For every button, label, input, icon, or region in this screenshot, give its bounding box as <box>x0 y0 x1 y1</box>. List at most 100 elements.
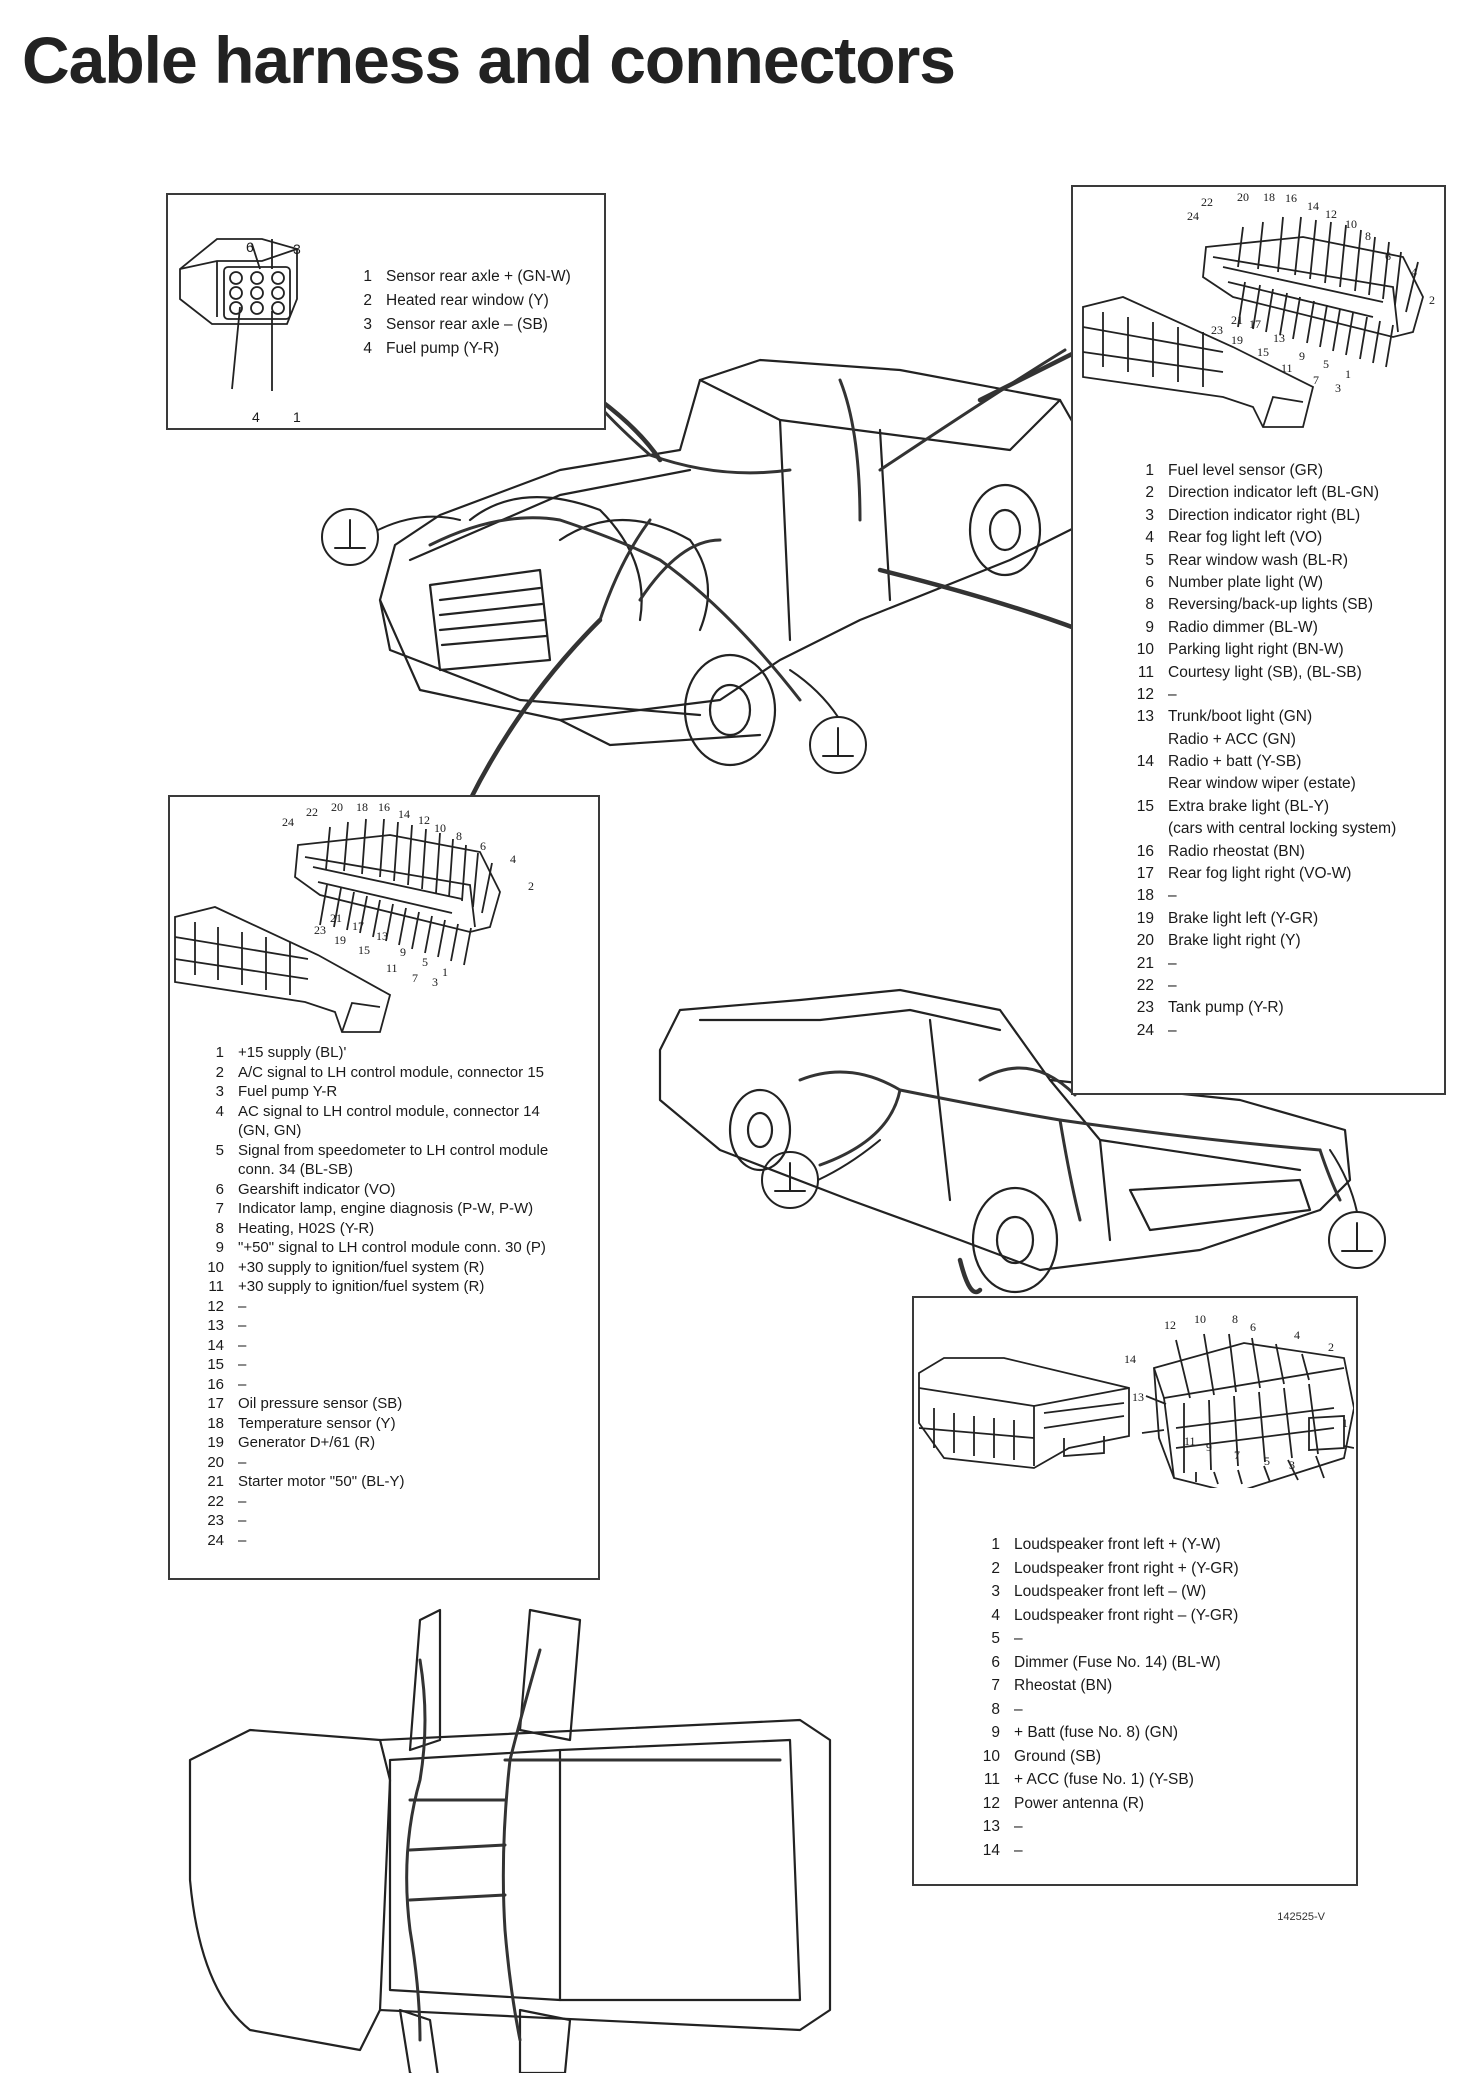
pin-label: 1 <box>1345 367 1351 381</box>
pin-label: 3 <box>1335 381 1341 395</box>
list-item: conn. 34 (BL-SB) <box>238 1161 354 1178</box>
pin-label: 1 <box>1342 1416 1348 1430</box>
pin-label: 11 <box>1184 1434 1196 1448</box>
list-item: 21– <box>1136 954 1177 972</box>
list-item: 23– <box>207 1512 247 1529</box>
list-item: 11+ ACC (fuse No. 1) (Y-SB) <box>983 1771 1194 1788</box>
pin-label: 20 <box>1237 190 1249 204</box>
list-item: 1+15 supply (BL)' <box>215 1044 347 1061</box>
list-item: Radio + ACC (GN) <box>1168 730 1296 748</box>
pin-label: 15 <box>358 943 370 957</box>
pin-label: 12 <box>418 813 430 827</box>
pin-label: 9 <box>1206 1440 1212 1454</box>
list-item: 14– <box>207 1336 247 1354</box>
pin-label: 6 <box>246 239 254 255</box>
pin-label: 9 <box>400 945 406 959</box>
pin-label: 17 <box>352 919 364 933</box>
list-item: 24– <box>1136 1021 1177 1039</box>
list-item: 24– <box>207 1531 247 1549</box>
list-item: 9+ Batt (fuse No. 8) (GN) <box>991 1724 1179 1741</box>
pin-label: 18 <box>356 800 368 814</box>
pin-label: 14 <box>398 807 410 821</box>
pin-label: 3 <box>293 241 301 257</box>
connector-b-drawing <box>1082 216 1424 428</box>
pin-label: 13 <box>1132 1390 1144 1404</box>
pin-label: 24 <box>282 815 294 829</box>
pin-label: 2 <box>1328 1340 1334 1354</box>
pin-label: 16 <box>378 800 390 814</box>
pin-label: 21 <box>1231 313 1243 327</box>
pin-label: 14 <box>1307 199 1319 213</box>
pin-label: 5 <box>1323 357 1329 371</box>
pin-label: 17 <box>1249 317 1261 331</box>
list-item: 8– <box>991 1700 1023 1718</box>
list-item: (GN, GN) <box>238 1122 302 1139</box>
pin-label: 22 <box>306 805 318 819</box>
list-item: 14– <box>982 1841 1023 1859</box>
list-item: 15– <box>207 1356 247 1373</box>
connector-c-panel: 24 22 20 18 16 14 12 10 8 6 4 2 23 21 19… <box>168 795 600 1580</box>
front-harness <box>428 348 1067 702</box>
list-item: 12– <box>1136 685 1177 703</box>
top-view-harness <box>405 1648 782 2042</box>
ground-symbols <box>321 508 1386 1269</box>
list-item: 18– <box>1136 887 1177 905</box>
pin-label: 19 <box>334 933 346 947</box>
pin-label: 22 <box>1201 195 1213 209</box>
figure-code: 142525-V <box>1277 1911 1325 1923</box>
pin-label: 16 <box>1285 191 1297 205</box>
list-item: 20– <box>207 1453 247 1471</box>
pin-label: 3 <box>1289 1458 1295 1472</box>
pin-label: 4 <box>1411 265 1417 279</box>
connector-b-panel: 24 22 20 18 16 14 12 10 8 6 4 2 23 21 19… <box>1071 185 1446 1095</box>
pin-label: 4 <box>510 852 516 866</box>
list-item: 5– <box>991 1630 1023 1647</box>
connector-a-drawing <box>179 238 298 391</box>
pin-label: 6 <box>1385 249 1391 263</box>
pin-label: 23 <box>1211 323 1223 337</box>
list-item: 10+30 supply to ignition/fuel system (R) <box>207 1258 485 1276</box>
pin-label: 11 <box>1281 361 1293 375</box>
list-item: 12– <box>207 1297 247 1315</box>
list-item: Rear window wiper (estate) <box>1168 775 1356 793</box>
list-item: 9"+50" signal to LH control module conn.… <box>215 1239 546 1256</box>
pin-label: 10 <box>1194 1312 1206 1326</box>
pin-label: 15 <box>1257 345 1269 359</box>
pin-label: 11 <box>386 961 398 975</box>
